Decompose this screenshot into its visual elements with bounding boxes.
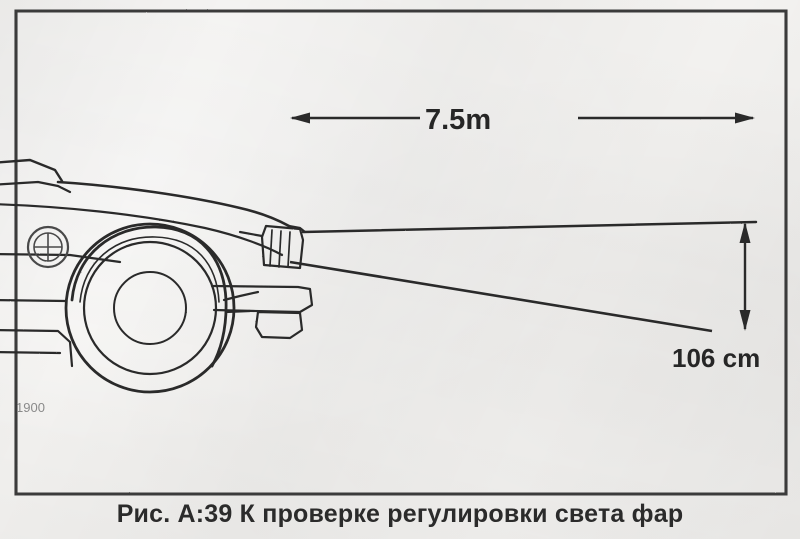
car-wheel-hub bbox=[113, 271, 187, 345]
dimension-arrowhead-left bbox=[290, 112, 310, 124]
headlight-assembly bbox=[260, 224, 305, 270]
car-bumper-join bbox=[224, 309, 252, 314]
dimension-label-7-5m: 7.5m bbox=[425, 104, 491, 136]
dimension-label-106cm: 106 cm bbox=[672, 343, 760, 373]
car-tyre-outer bbox=[64, 222, 236, 394]
car-body-side-lower bbox=[0, 299, 68, 303]
car-grille-edge bbox=[238, 230, 264, 238]
dimension-arrowhead-up bbox=[739, 222, 751, 243]
car-hood-crease bbox=[0, 203, 284, 257]
car-rocker-line bbox=[0, 329, 74, 368]
car-sill-line bbox=[0, 351, 62, 355]
dimension-arrowhead-right bbox=[735, 112, 755, 124]
car-tyre-inner bbox=[82, 240, 218, 376]
vertical-dimension-line bbox=[739, 222, 751, 331]
horizontal-dimension-line bbox=[290, 112, 755, 124]
car-windshield-edge bbox=[0, 158, 64, 183]
car-bumper-lower-lip bbox=[254, 310, 304, 340]
drawing-stamp: 1900 bbox=[16, 400, 45, 415]
bmw-roundel bbox=[26, 225, 70, 269]
car-body-side-upper bbox=[0, 253, 122, 264]
upper-beam-ray bbox=[301, 220, 758, 234]
bmw-car-outline bbox=[0, 158, 758, 394]
car-cowl-line bbox=[0, 180, 72, 194]
figure-frame bbox=[14, 9, 788, 496]
car-hood-top bbox=[56, 180, 291, 228]
car-wheel-arch-inner bbox=[79, 236, 220, 303]
dimension-arrowhead-down bbox=[739, 310, 751, 331]
lower-beam-ray bbox=[289, 260, 713, 333]
car-fender-to-bumper bbox=[222, 290, 260, 302]
figure-caption: Рис. A:39 К проверке регулировки света ф… bbox=[116, 500, 684, 528]
